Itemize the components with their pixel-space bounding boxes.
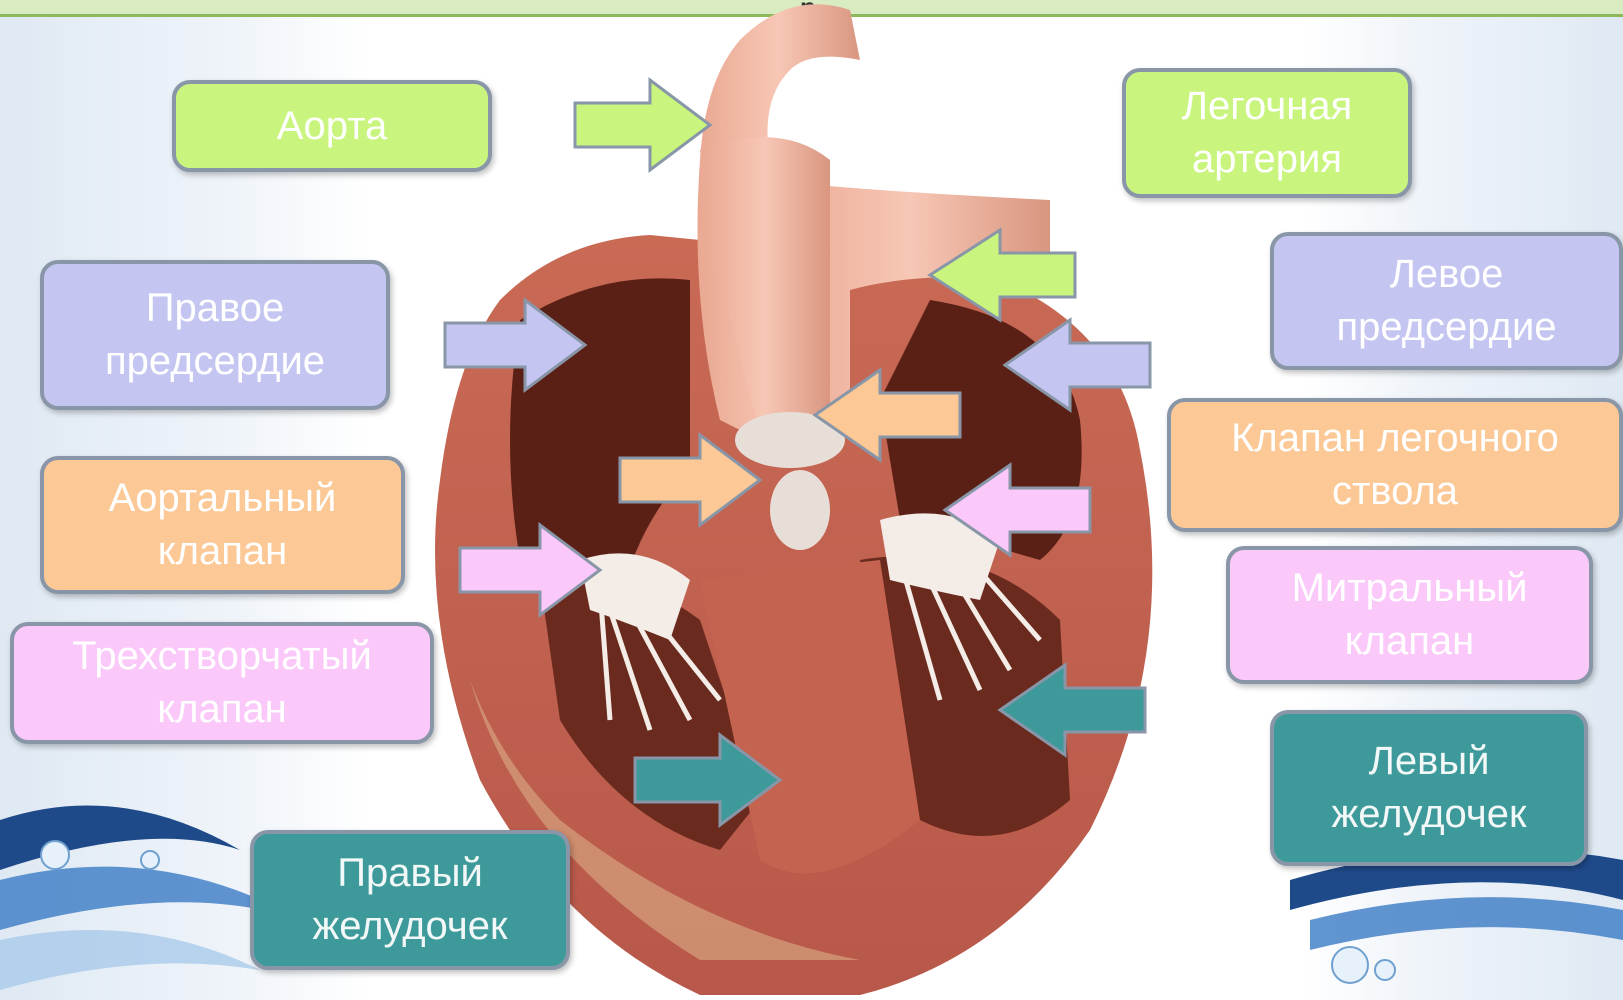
label-left-atrium: Левое предсердие: [1270, 232, 1623, 370]
label-mitral-valve: Митральный клапан: [1226, 546, 1593, 684]
label-pulmonary-artery: Легочная артерия: [1122, 68, 1412, 198]
aorta-arrow: [570, 75, 720, 175]
tricuspid-valve-arrow: [455, 520, 605, 620]
left-atrium-arrow: [995, 315, 1155, 415]
aortic-valve-arrow: [615, 430, 765, 530]
label-right-atrium: Правое предсердие: [40, 260, 390, 410]
pulmonary-artery-arrow: [920, 225, 1080, 325]
right-atrium-arrow: [440, 295, 590, 395]
label-aorta: Аорта: [172, 80, 492, 172]
label-aortic-valve: Аортальный клапан: [40, 456, 405, 594]
pulmonary-valve-arrow: [805, 365, 965, 465]
label-left-ventricle: Левый желудочек: [1270, 710, 1588, 866]
mitral-valve-arrow: [935, 460, 1095, 560]
label-tricuspid-valve: Трехстворчатый клапан: [10, 622, 434, 744]
label-right-ventricle: Правый желудочек: [250, 830, 570, 970]
label-pulmonary-valve: Клапан легочного ствола: [1167, 398, 1623, 532]
left-ventricle-arrow: [990, 660, 1150, 760]
right-ventricle-arrow: [630, 730, 790, 830]
